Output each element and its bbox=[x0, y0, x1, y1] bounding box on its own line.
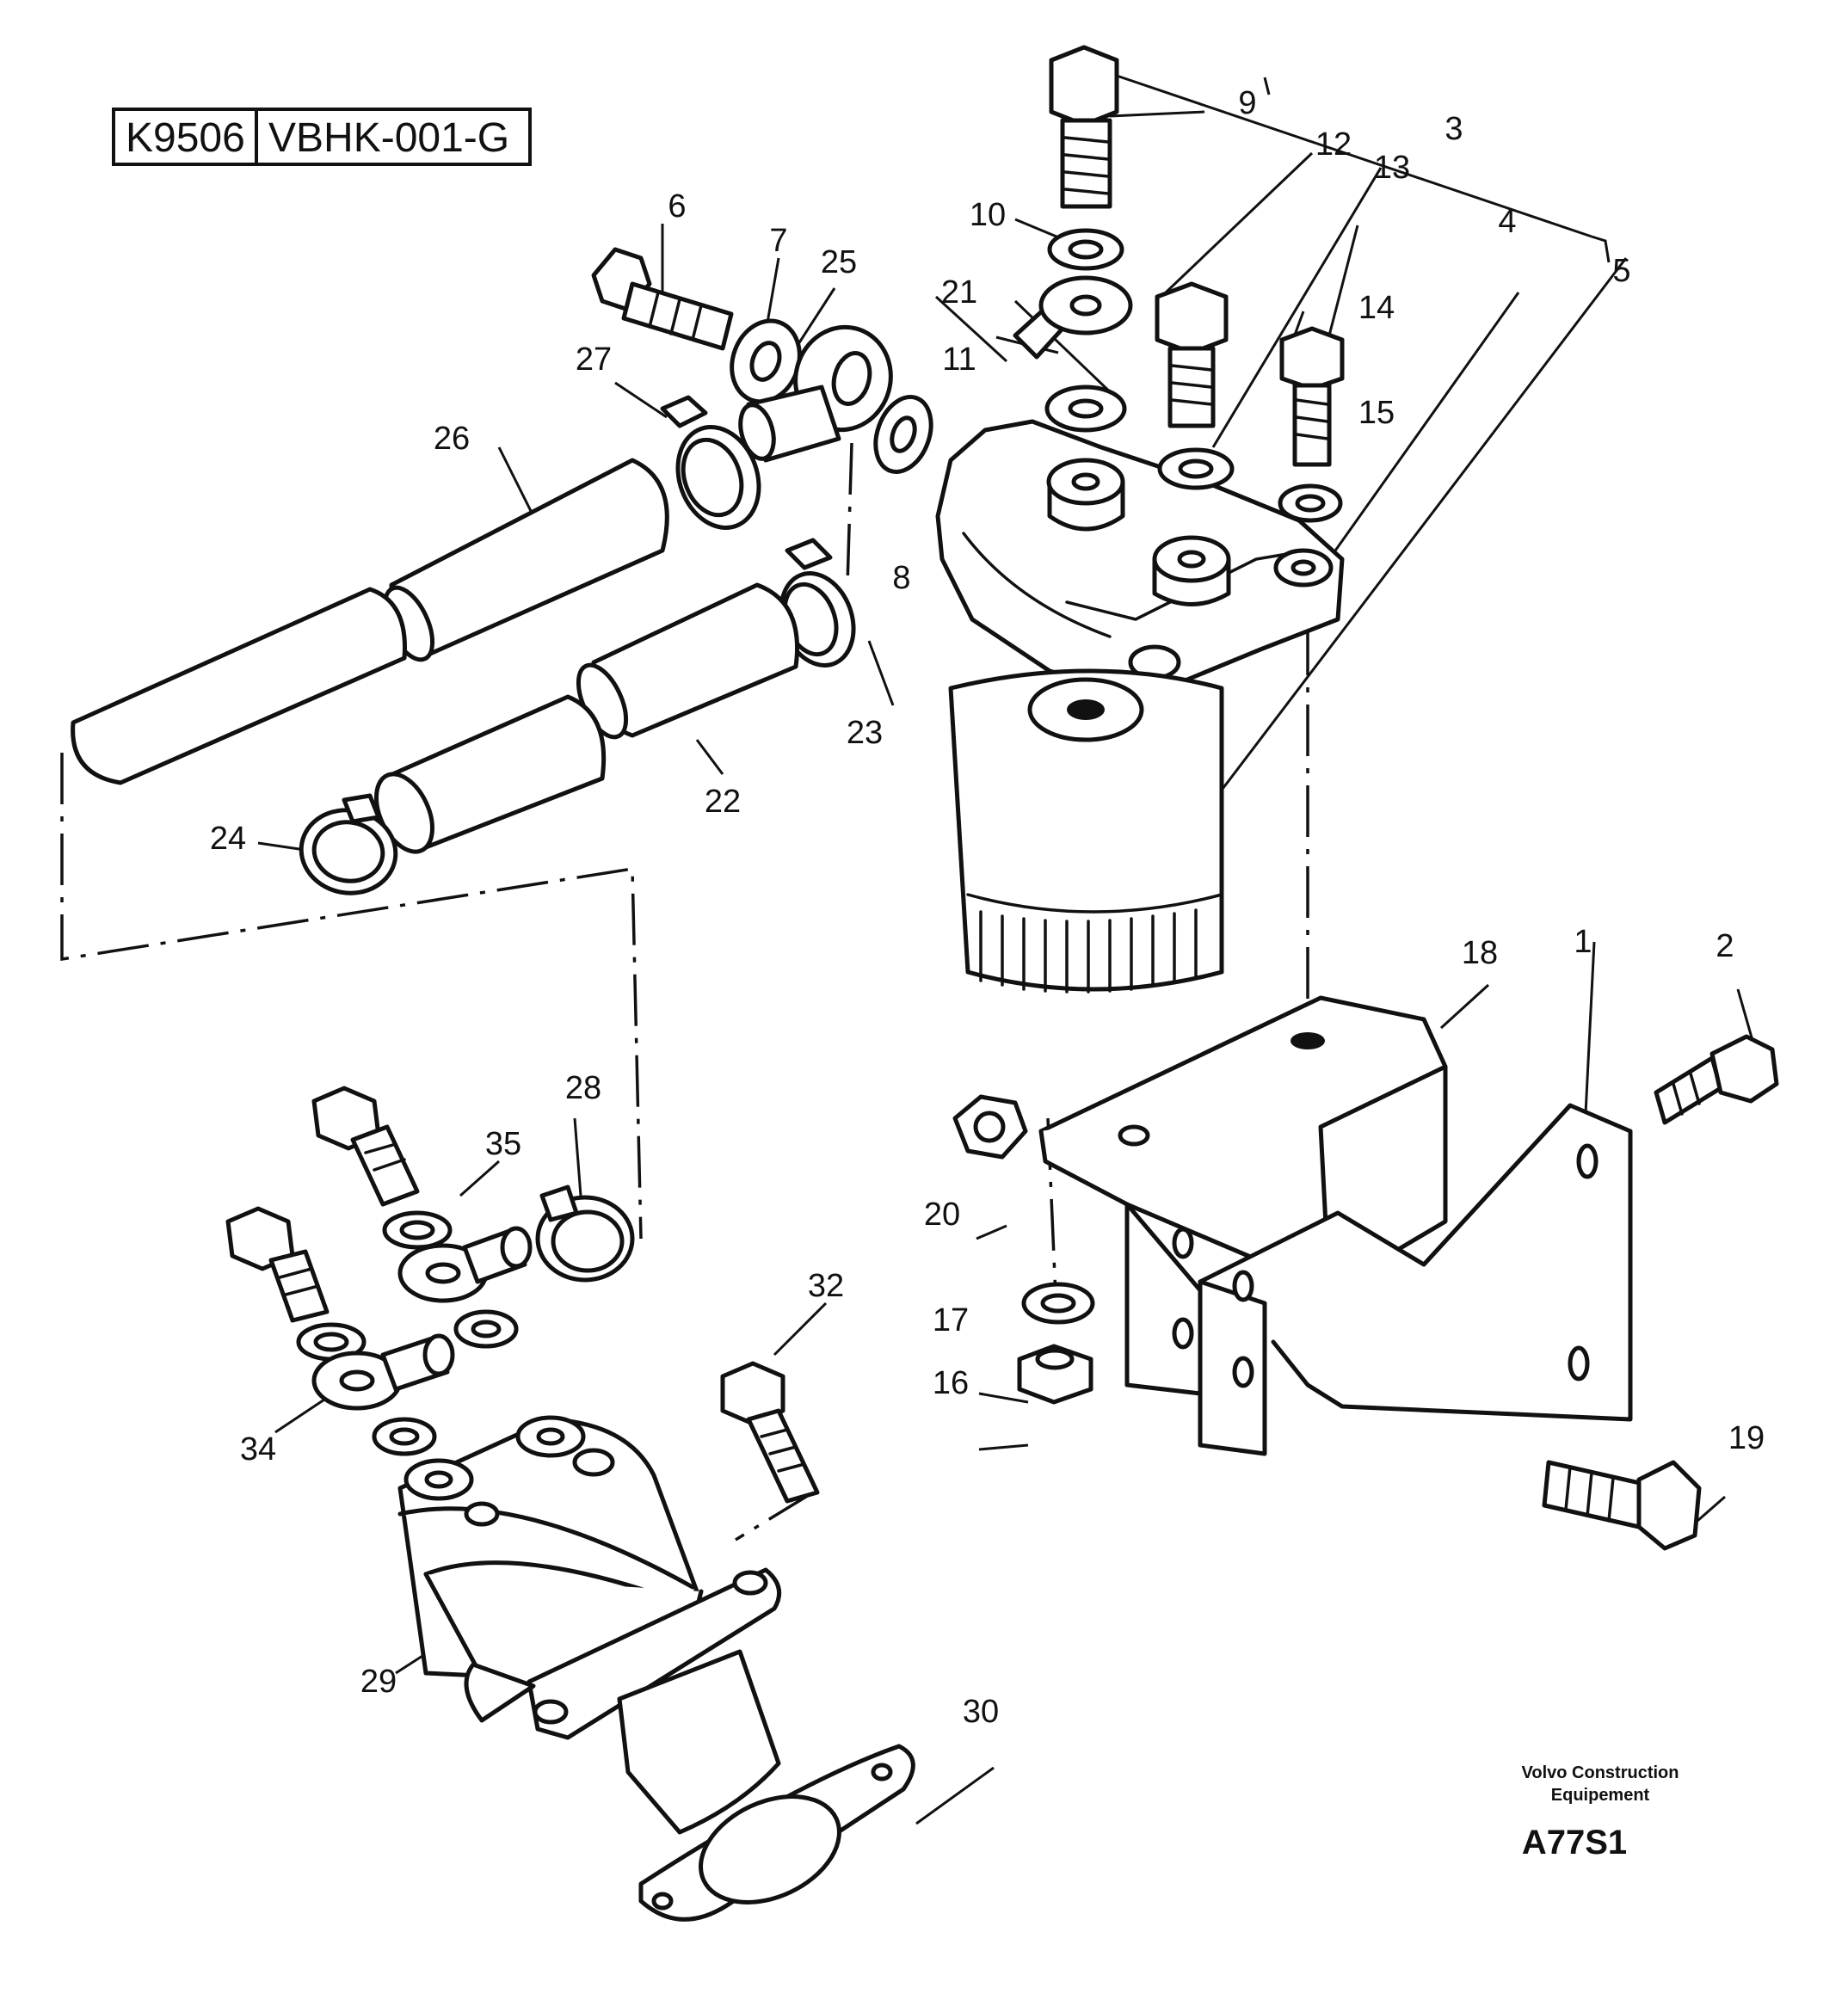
part-label-25: 25 bbox=[820, 244, 858, 280]
hose-group bbox=[71, 247, 933, 895]
drawing-code-right: VBHK-001-G bbox=[255, 108, 532, 166]
part-label-17: 17 bbox=[932, 1302, 970, 1338]
part-label-18: 18 bbox=[1461, 935, 1499, 971]
brand-line-1: Volvo Construction bbox=[1521, 1763, 1679, 1782]
part-label-2: 2 bbox=[1716, 928, 1734, 964]
part-label-32: 32 bbox=[807, 1268, 845, 1304]
part-label-22: 22 bbox=[704, 784, 742, 820]
part-label-15: 15 bbox=[1358, 395, 1395, 431]
brand-line-2: Equipement bbox=[1550, 1786, 1650, 1805]
fuel-filter-assembly bbox=[935, 45, 1345, 994]
part-label-4: 4 bbox=[1498, 204, 1517, 240]
part-label-21: 21 bbox=[940, 274, 978, 311]
part-label-19: 19 bbox=[1728, 1420, 1765, 1456]
mounting-bracket bbox=[1038, 995, 1633, 1456]
part-label-16: 16 bbox=[932, 1365, 970, 1401]
part-label-12: 12 bbox=[1315, 126, 1352, 163]
part-label-7: 7 bbox=[769, 223, 788, 259]
part-label-26: 26 bbox=[433, 421, 471, 457]
fuel-pump-group bbox=[225, 1086, 915, 1922]
drawing-id: A77S1 bbox=[1521, 1824, 1628, 1861]
part-label-10: 10 bbox=[969, 197, 1007, 233]
part-label-30: 30 bbox=[962, 1694, 1000, 1730]
hardware bbox=[952, 1034, 1779, 1551]
part-label-23: 23 bbox=[846, 715, 884, 751]
part-label-8: 8 bbox=[892, 560, 911, 596]
part-label-1: 1 bbox=[1574, 924, 1592, 960]
part-label-27: 27 bbox=[575, 342, 613, 378]
part-label-20: 20 bbox=[923, 1197, 961, 1233]
part-label-3: 3 bbox=[1445, 111, 1463, 147]
part-label-5: 5 bbox=[1612, 253, 1631, 289]
part-label-24: 24 bbox=[209, 821, 247, 857]
part-label-6: 6 bbox=[668, 188, 687, 225]
part-label-11: 11 bbox=[942, 342, 976, 378]
part-label-29: 29 bbox=[360, 1664, 397, 1700]
drawing-code-left: K9506 bbox=[112, 108, 258, 166]
part-label-28: 28 bbox=[564, 1070, 602, 1106]
part-label-34: 34 bbox=[239, 1431, 277, 1468]
part-label-35: 35 bbox=[484, 1126, 522, 1162]
part-label-14: 14 bbox=[1358, 290, 1395, 326]
part-label-13: 13 bbox=[1373, 150, 1411, 186]
part-label-9: 9 bbox=[1238, 85, 1257, 121]
